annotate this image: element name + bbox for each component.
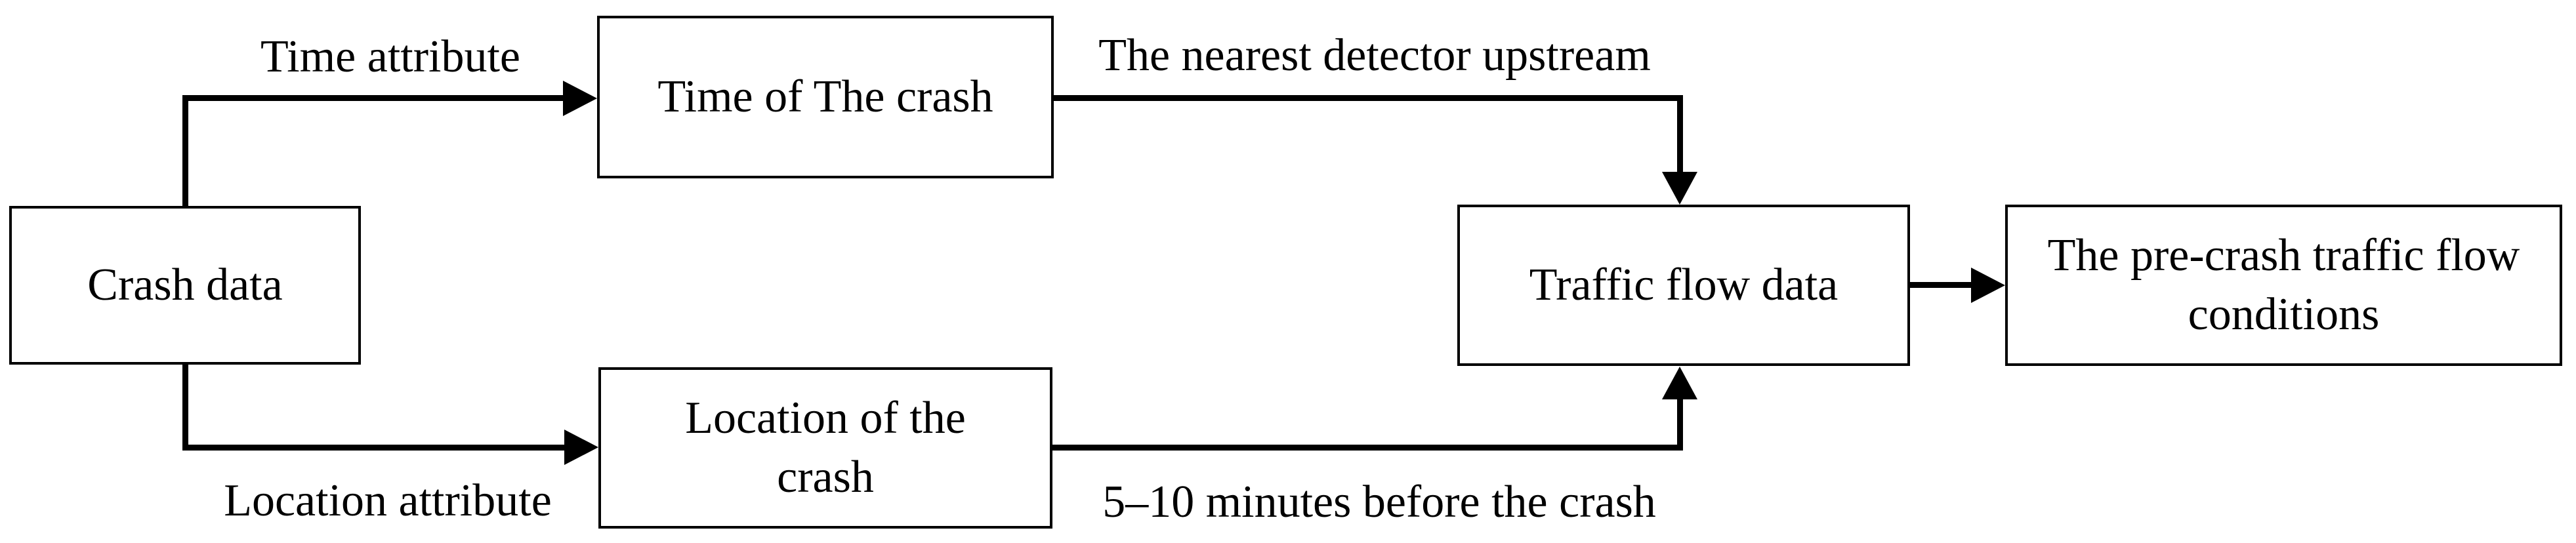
edge-label-nearest-detector: The nearest detector upstream <box>1098 30 1651 81</box>
box-location-of-crash: Location of the crash <box>598 367 1052 529</box>
edge-label-location-attribute: Location attribute <box>224 475 552 526</box>
box-traffic-flow-data-label: Traffic flow data <box>1529 260 1839 310</box>
box-traffic-flow-data: Traffic flow data <box>1457 205 1910 366</box>
edge-location-to-traffic-vertical-line <box>1677 399 1683 451</box>
box-pre-crash-conditions: The pre-crash traffic flow conditions <box>2005 205 2562 366</box>
edge-crash-to-time-horizontal-line <box>182 95 563 101</box>
edge-traffic-to-precrash-horizontal-line <box>1910 282 1972 288</box>
box-crash-data-label: Crash data <box>87 260 283 310</box>
edge-time-to-traffic-vertical-line <box>1677 95 1683 174</box>
edge-crash-to-location-horizontal-line <box>182 445 564 451</box>
edge-time-to-traffic-horizontal-line <box>1054 95 1683 101</box>
edge-label-time-attribute: Time attribute <box>260 31 521 82</box>
edge-crash-to-time-vertical-line <box>182 95 188 206</box>
edge-crash-to-location-vertical-line <box>182 365 188 451</box>
arrowhead-right-icon <box>1971 268 2005 303</box>
edge-label-minutes-before: 5–10 minutes before the crash <box>1102 477 1656 527</box>
arrowhead-right-icon <box>564 430 598 465</box>
box-time-of-crash: Time of The crash <box>597 16 1054 178</box>
box-pre-crash-conditions-label: The pre-crash traffic flow conditions <box>2047 230 2520 340</box>
arrowhead-down-icon <box>1662 172 1697 205</box>
arrowhead-up-icon <box>1662 367 1697 399</box>
box-crash-data: Crash data <box>9 206 361 365</box>
box-time-of-crash-label: Time of The crash <box>657 71 993 122</box>
box-location-of-crash-label: Location of the crash <box>685 393 966 502</box>
arrowhead-right-icon <box>563 81 597 116</box>
edge-location-to-traffic-horizontal-line <box>1052 445 1683 451</box>
